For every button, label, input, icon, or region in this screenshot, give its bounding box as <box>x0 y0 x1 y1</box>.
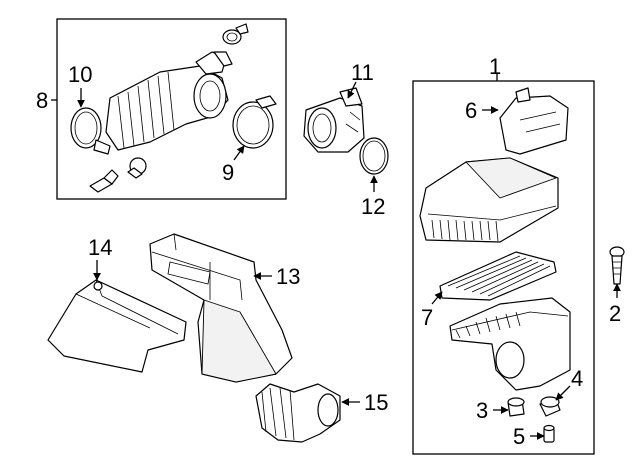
small-clamp <box>127 157 147 179</box>
leader-9 <box>233 145 245 161</box>
callout-11: 11 <box>351 60 374 85</box>
air-inlet-duct <box>149 233 293 383</box>
callout-6: 6 <box>465 98 477 123</box>
air-hose-15 <box>255 383 341 443</box>
callout-2: 2 <box>609 301 621 326</box>
grommet-3 <box>507 397 525 417</box>
callout-1: 1 <box>489 54 501 79</box>
air-cleaner-housing <box>449 297 571 391</box>
hose-clamp-top <box>222 23 249 45</box>
intake-hose <box>105 51 233 151</box>
leader-11 <box>347 81 357 99</box>
callout-7: 7 <box>421 305 433 330</box>
callout-3: 3 <box>476 398 488 423</box>
callout-5: 5 <box>513 424 525 449</box>
pin-5 <box>543 424 555 443</box>
callout-12: 12 <box>361 194 385 219</box>
leader-4 <box>555 385 571 401</box>
pcv-fitting <box>89 169 119 193</box>
callout-15: 15 <box>364 390 388 415</box>
group-box-right <box>412 80 595 455</box>
callout-4: 4 <box>571 366 583 391</box>
callout-8: 8 <box>36 88 48 113</box>
mass-air-flow-sensor <box>303 87 365 153</box>
air-filter <box>439 251 557 301</box>
group-box-left <box>56 18 287 200</box>
air-deflector <box>47 279 187 373</box>
callout-9: 9 <box>222 160 234 185</box>
callout-14: 14 <box>88 235 112 260</box>
hose-clamp-10 <box>70 107 111 155</box>
push-pin-2 <box>609 246 625 285</box>
callout-13: 13 <box>276 264 300 289</box>
air-cleaner-cover <box>419 157 559 243</box>
callout-10: 10 <box>68 62 92 87</box>
resonator-6 <box>499 87 569 155</box>
grommet-4 <box>539 396 561 417</box>
leader-7 <box>431 291 443 305</box>
hose-clamp-9 <box>232 95 277 149</box>
sensor-seal <box>359 137 389 175</box>
